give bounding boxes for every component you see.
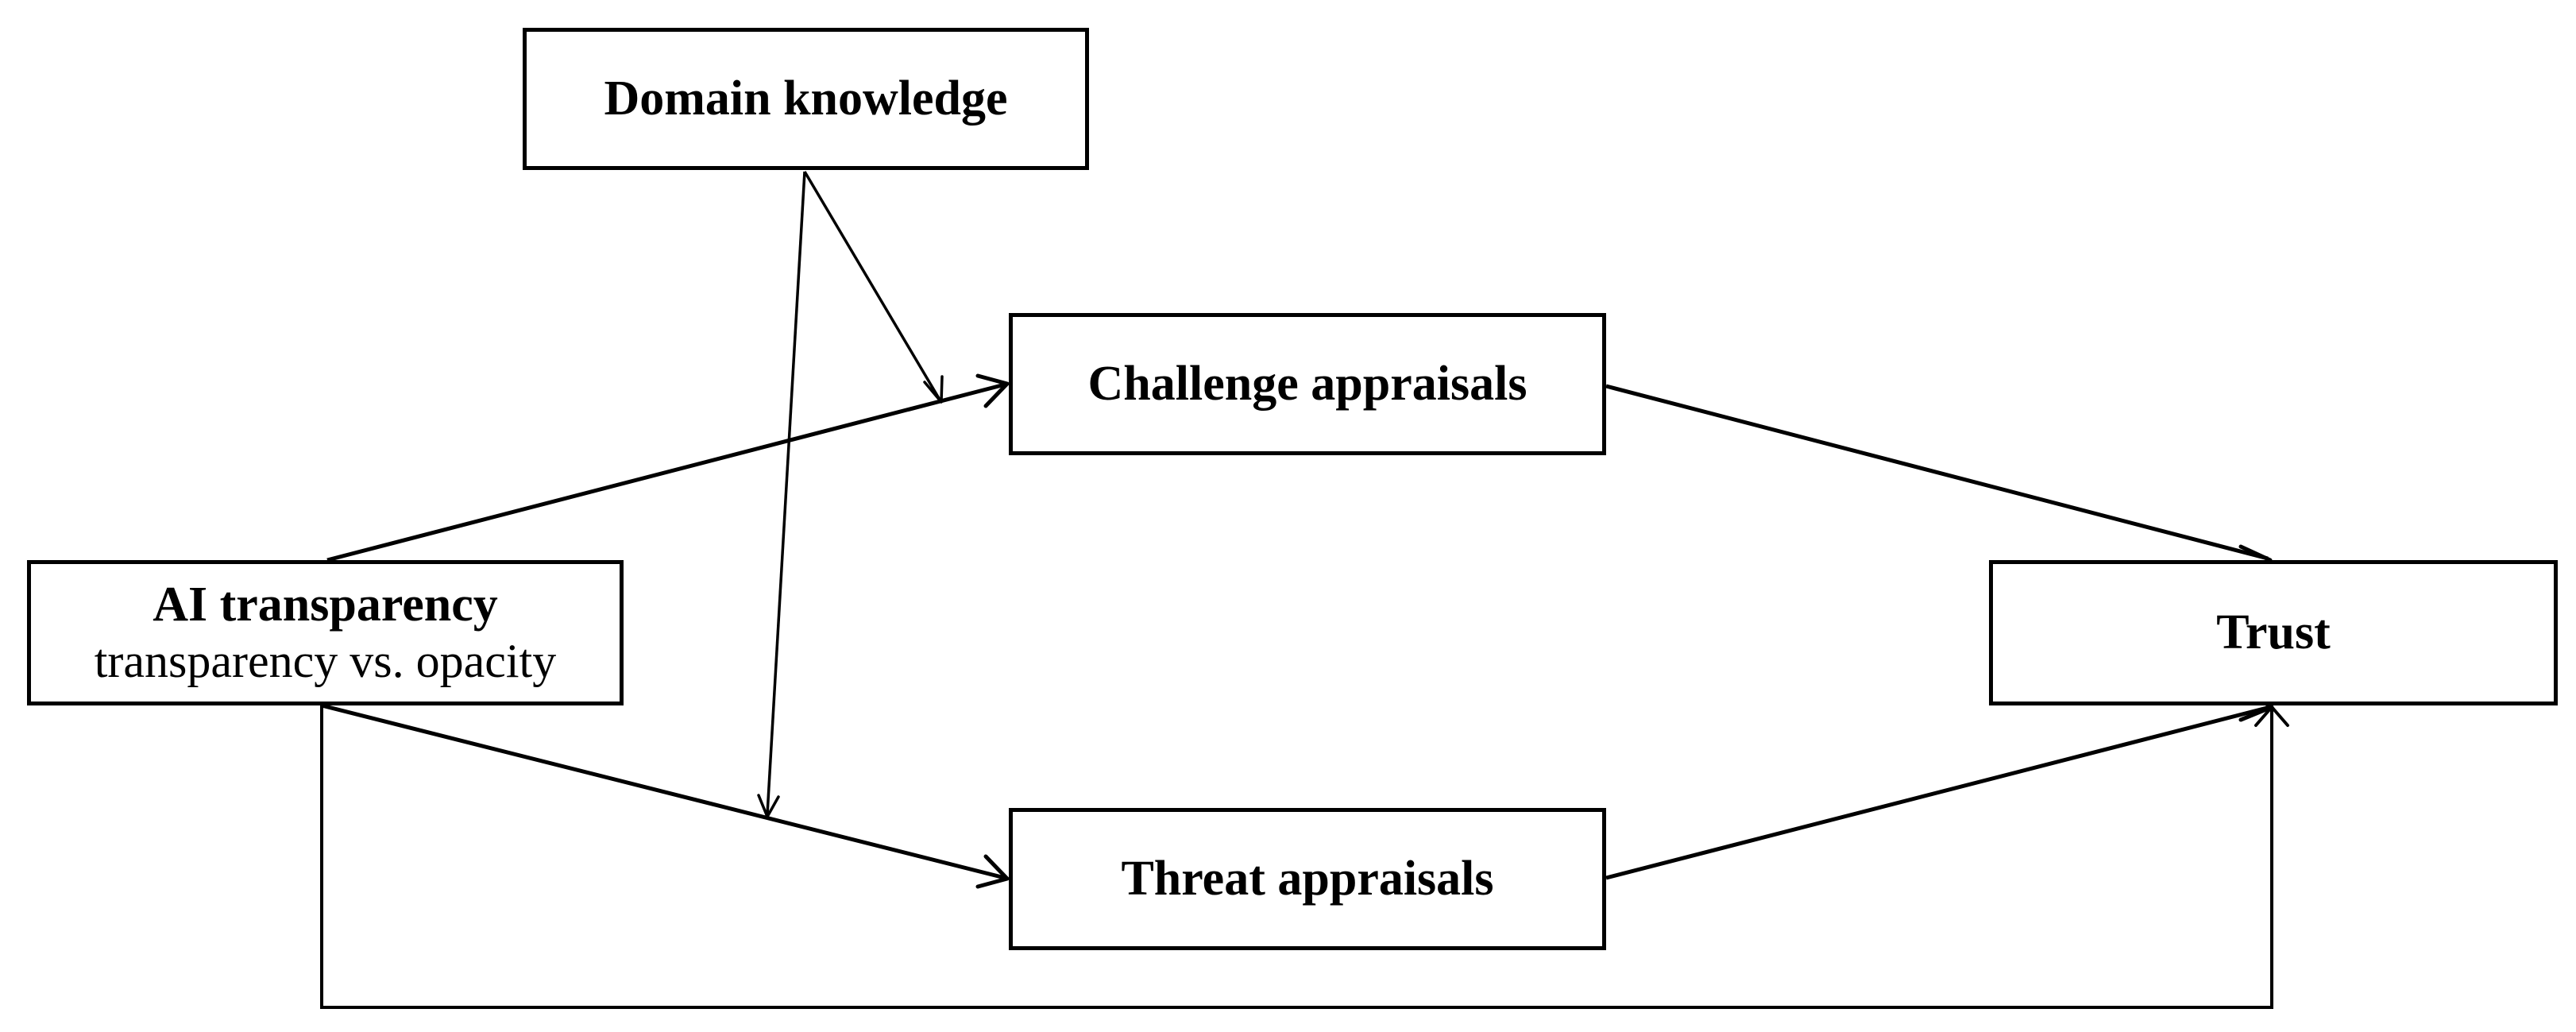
edge-ai-to-trust-direct — [320, 705, 2289, 1009]
node-title: Trust — [2216, 605, 2331, 659]
edge-threat-to-trust — [1605, 689, 2274, 880]
node-subtitle: transparency vs. opacity — [94, 634, 557, 687]
node-domain-knowledge: Domain knowledge — [523, 28, 1089, 170]
edge-domain-moderates-threat — [757, 171, 806, 818]
node-title: Challenge appraisals — [1087, 356, 1527, 411]
node-trust: Trust — [1989, 560, 2558, 705]
edge-challenge-to-trust — [1605, 384, 2273, 578]
node-title: Threat appraisals — [1121, 851, 1494, 906]
edge-ai-to-challenge — [326, 373, 1010, 562]
node-ai-transparency: AI transparency transparency vs. opacity — [27, 560, 624, 705]
edge-ai-to-threat — [321, 703, 1010, 889]
node-title: AI transparency — [153, 578, 498, 632]
node-threat-appraisals: Threat appraisals — [1009, 808, 1606, 950]
edge-domain-moderates-challenge — [803, 171, 944, 404]
node-title: Domain knowledge — [604, 71, 1008, 126]
node-challenge-appraisals: Challenge appraisals — [1009, 313, 1606, 455]
